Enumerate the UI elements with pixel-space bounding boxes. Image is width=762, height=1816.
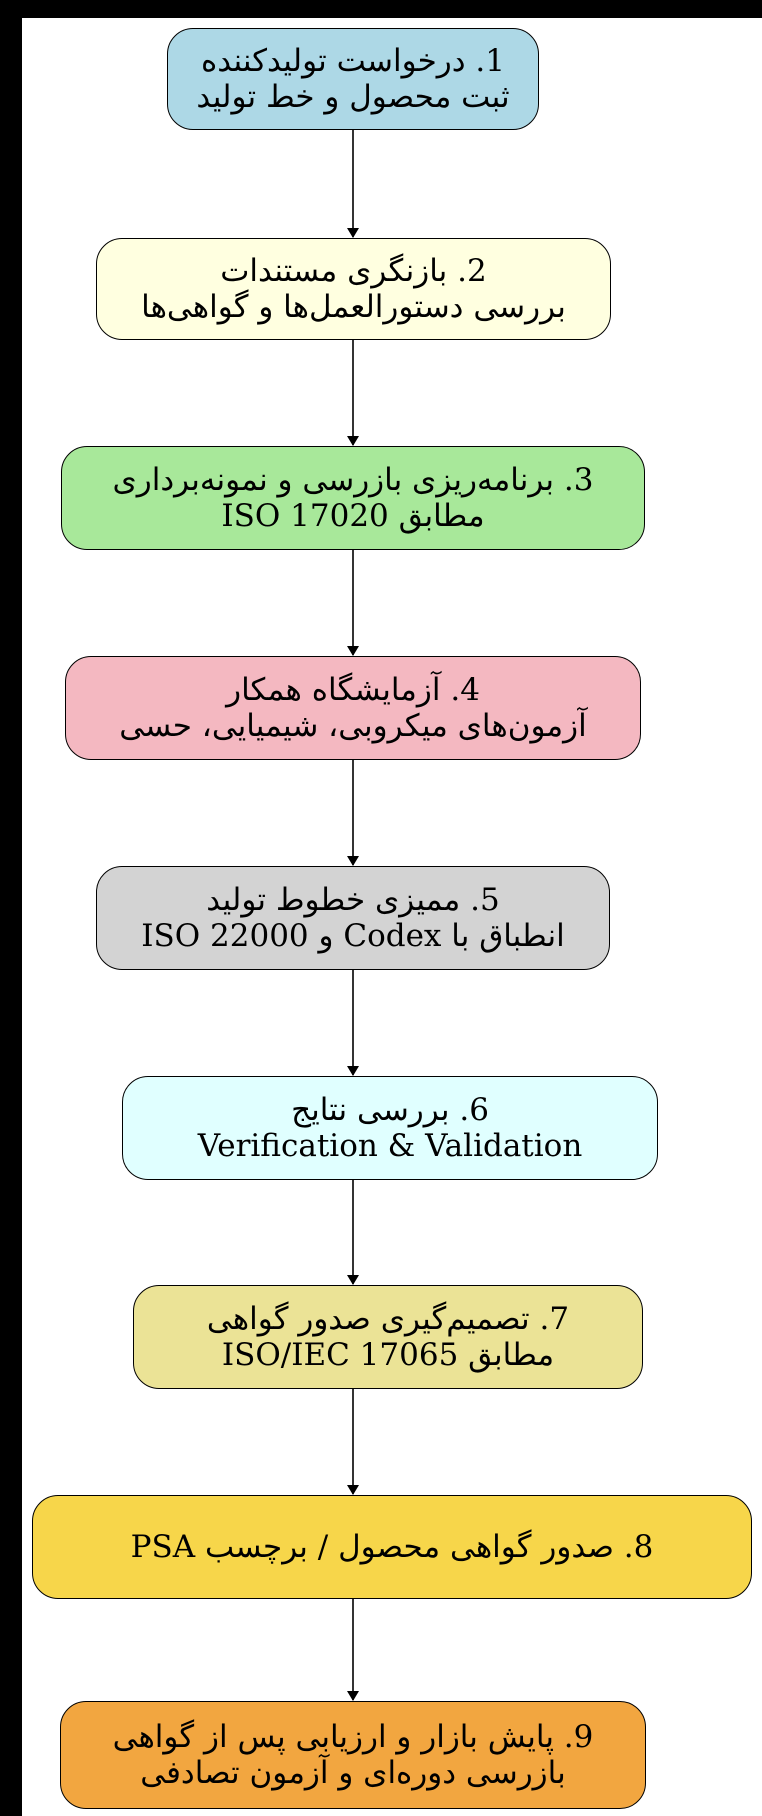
step-1-title: 1. درخواست تولیدکننده — [201, 43, 505, 79]
step-8-certificate-issuance: 8. صدور گواهی محصول / برچسب PSA — [32, 1495, 752, 1599]
step-6-title: 6. بررسی نتایج — [291, 1092, 489, 1128]
step-6-subtitle: Verification & Validation — [197, 1128, 583, 1164]
step-2-title: 2. بازنگری مستندات — [220, 253, 487, 289]
step-9-subtitle: بازرسی دوره‌ای و آزمون تصادفی — [140, 1755, 566, 1791]
step-5-subtitle: انطباق با Codex و ISO 22000 — [141, 918, 565, 954]
step-7-subtitle: مطابق ISO/IEC 17065 — [221, 1337, 555, 1373]
step-7-certification-decision: 7. تصمیم‌گیری صدور گواهی مطابق ISO/IEC 1… — [133, 1285, 643, 1389]
step-3-title: 3. برنامه‌ریزی بازرسی و نمونه‌برداری — [112, 462, 594, 498]
step-4-title: 4. آزمایشگاه همکار — [226, 672, 480, 708]
step-7-title: 7. تصمیم‌گیری صدور گواهی — [206, 1301, 570, 1337]
step-1-producer-request: 1. درخواست تولیدکننده ثبت محصول و خط تول… — [167, 28, 539, 130]
step-1-subtitle: ثبت محصول و خط تولید — [196, 79, 510, 115]
step-9-title: 9. پایش بازار و ارزیابی پس از گواهی — [112, 1719, 594, 1755]
step-3-subtitle: مطابق ISO 17020 — [221, 498, 485, 534]
step-8-title: 8. صدور گواهی محصول / برچسب PSA — [130, 1529, 654, 1565]
step-4-partner-laboratory: 4. آزمایشگاه همکار آزمون‌های میکروبی، شی… — [65, 656, 641, 760]
diagram-canvas: 1. درخواست تولیدکننده ثبت محصول و خط تول… — [22, 18, 762, 1816]
step-4-subtitle: آزمون‌های میکروبی، شیمیایی، حسی — [119, 708, 587, 744]
step-6-results-review: 6. بررسی نتایج Verification & Validation — [122, 1076, 658, 1180]
step-3-inspection-planning: 3. برنامه‌ریزی بازرسی و نمونه‌برداری مطا… — [61, 446, 645, 550]
step-5-title: 5. ممیزی خطوط تولید — [206, 882, 500, 918]
step-2-subtitle: بررسی دستورالعمل‌ها و گواهی‌ها — [141, 289, 566, 325]
step-5-production-line-audit: 5. ممیزی خطوط تولید انطباق با Codex و IS… — [96, 866, 610, 970]
step-9-market-surveillance: 9. پایش بازار و ارزیابی پس از گواهی بازر… — [60, 1701, 646, 1809]
step-2-document-review: 2. بازنگری مستندات بررسی دستورالعمل‌ها و… — [96, 238, 611, 340]
